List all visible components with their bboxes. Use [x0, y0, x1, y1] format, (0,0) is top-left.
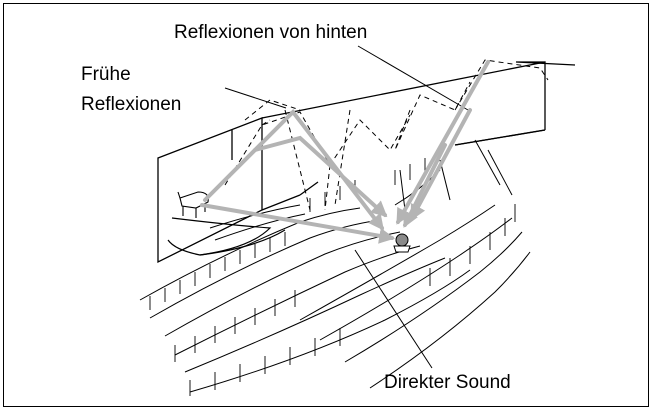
seat-backs	[149, 158, 516, 396]
stage	[167, 217, 286, 256]
callout-lines	[224, 45, 469, 369]
label-early-reflections-line2: Reflexionen	[81, 94, 182, 115]
label-direct-sound: Direkter Sound	[384, 372, 511, 393]
hall-walls	[157, 61, 576, 264]
reflection-paths	[224, 59, 549, 211]
sound-arrows	[200, 60, 490, 244]
label-back-reflections: Reflexionen von hinten	[174, 22, 368, 43]
listener-head-icon	[393, 233, 411, 253]
label-early-reflections-line1: Frühe	[81, 64, 131, 85]
